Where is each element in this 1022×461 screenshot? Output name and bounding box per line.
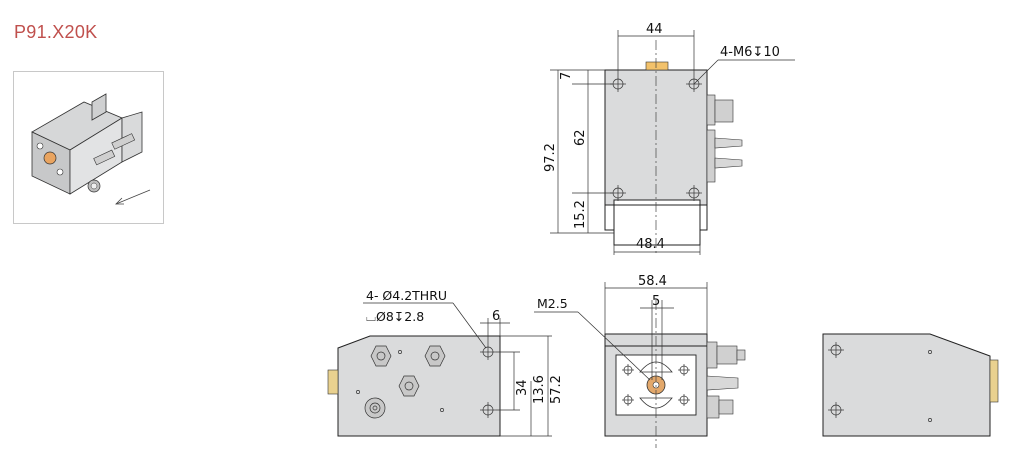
dim-total-height: 97.2: [543, 143, 558, 172]
dim-width-top: 44: [646, 22, 663, 37]
crosshair-hole-icon: [622, 364, 634, 376]
side-port-hex: [424, 345, 446, 367]
isometric-part-icon: [31, 93, 151, 205]
hose-fitting-icon: [714, 99, 734, 123]
crosshair-hole-icon: [610, 76, 626, 92]
dim-thread-callout: 4-M6↧10: [720, 45, 780, 60]
crosshair-hole-icon: [678, 364, 690, 376]
side-view: 4- Ø4.2THRU ⌴Ø8↧2.8 6 34 13.6 57.2: [327, 288, 564, 437]
barbed-fitting-icon: [714, 157, 743, 169]
crosshair-hole-icon: [610, 185, 626, 201]
dim-height-side: 57.2: [549, 375, 564, 404]
dim-top-offset: 7: [559, 72, 574, 80]
dim-hole-pitch: 62: [573, 129, 588, 146]
rear-side-view: [822, 333, 999, 437]
barbed-fitting-icon: [714, 137, 743, 149]
crosshair-hole-icon: [828, 342, 844, 358]
crosshair-hole-icon: [480, 344, 496, 360]
side-port-hex: [398, 375, 420, 397]
dim-hole-pitch-side: 34: [515, 379, 530, 396]
side-port-hex: [370, 345, 392, 367]
top-view: 44 4-M6↧10 7 62 97.2 15.2 48.4: [543, 22, 795, 255]
dim-offset-side: 13.6: [532, 375, 547, 404]
front-view: 58.4 5 M2.5: [534, 274, 746, 448]
crosshair-hole-icon: [828, 402, 844, 418]
product-thumbnail: [13, 71, 164, 224]
callout-counterbore: ⌴Ø8↧2.8: [366, 309, 424, 324]
dim-front-width: 58.4: [638, 274, 667, 289]
rear-side-view-body: [822, 333, 991, 437]
callout-through-holes: 4- Ø4.2THRU: [366, 288, 447, 303]
dim-edge-distance: 6: [492, 309, 500, 324]
part-number-title: P91.X20K: [14, 22, 98, 42]
crosshair-hole-icon: [622, 394, 634, 406]
crosshair-hole-icon: [686, 185, 702, 201]
top-view-clip: [645, 61, 669, 71]
crosshair-hole-icon: [678, 394, 690, 406]
dim-width-bottom: 48.4: [636, 237, 665, 252]
dim-center-offset: 5: [652, 294, 660, 309]
callout-m25-thread: M2.5: [537, 296, 568, 311]
dim-bottom-section: 15.2: [573, 200, 588, 229]
crosshair-hole-icon: [480, 402, 496, 418]
